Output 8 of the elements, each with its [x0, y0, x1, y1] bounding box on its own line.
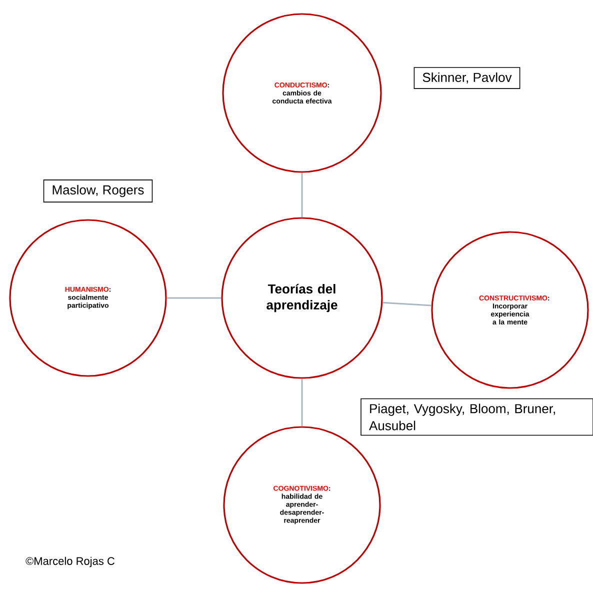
connector-line — [301, 172, 303, 218]
connector-line — [301, 378, 303, 426]
connector-line — [166, 297, 222, 299]
connector-line — [382, 302, 432, 306]
author-box: Piaget, Vygosky, Bloom, Bruner, Ausubel — [360, 398, 593, 436]
author-box: Skinner, Pavlov — [414, 67, 520, 89]
copyright-text: ©Marcelo Rojas C — [26, 556, 114, 568]
author-box: Maslow, Rogers — [43, 180, 153, 202]
